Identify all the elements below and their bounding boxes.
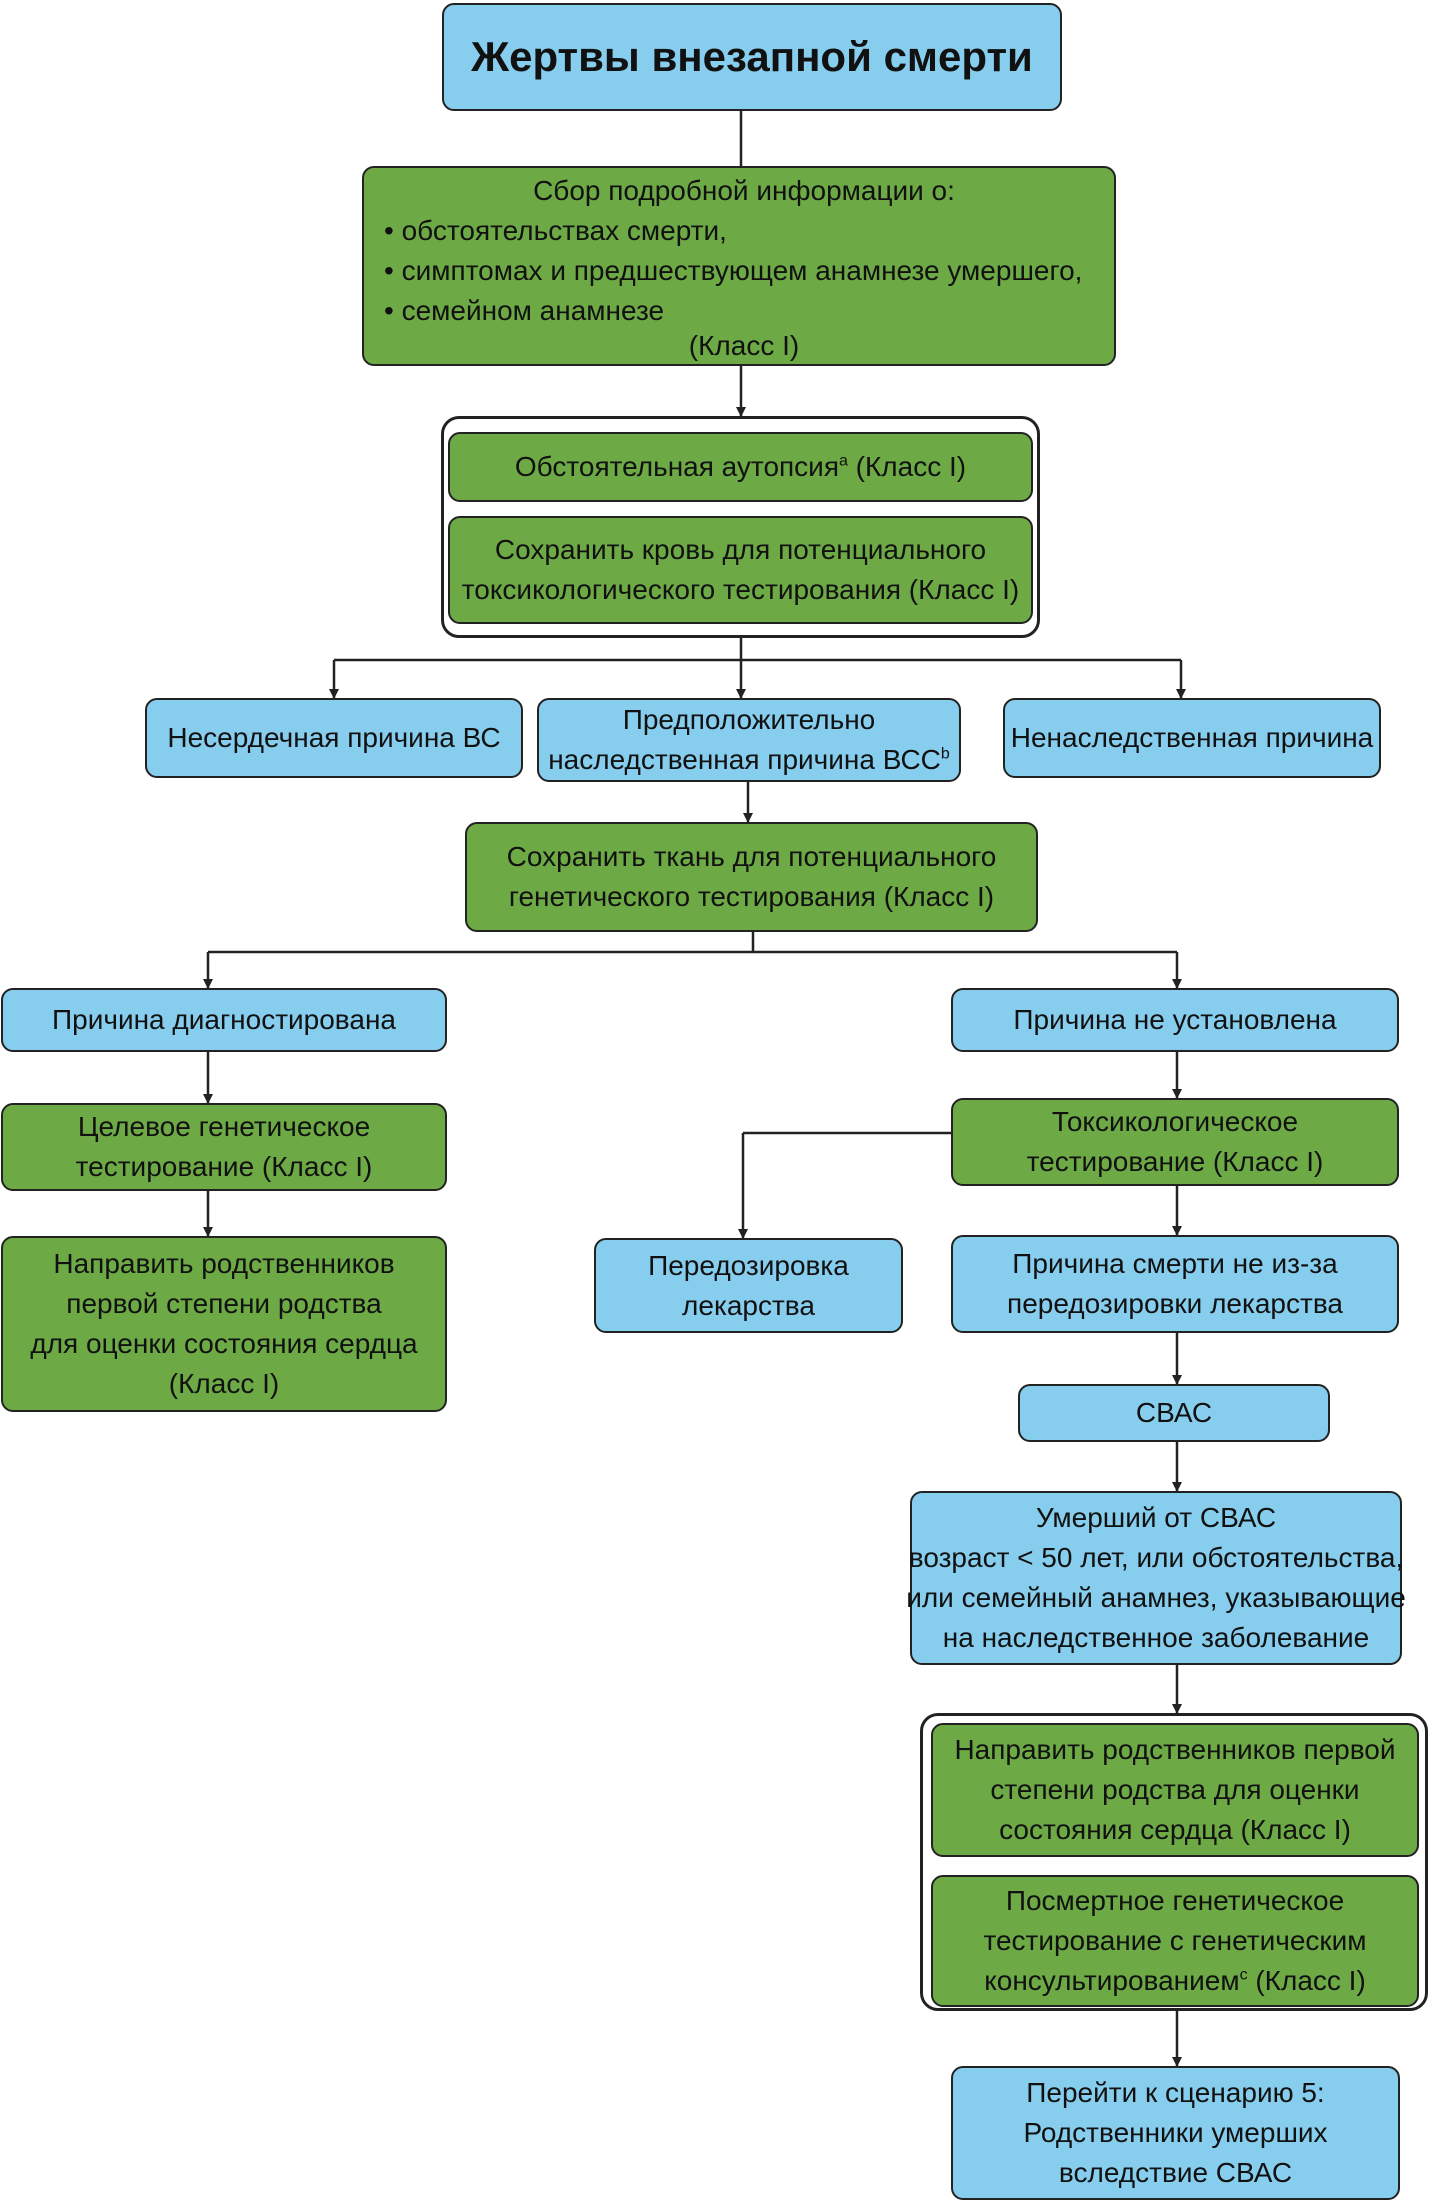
save-tissue-line: Сохранить ткань для потенциального — [506, 841, 997, 872]
autopsy-box: Обстоятельная аутопсияa (Класс I) — [448, 432, 1033, 502]
info-bullet: • семейном анамнезе — [384, 295, 665, 326]
refer-left-line: первой степени родства — [66, 1288, 382, 1319]
presumed-line: Предположительно — [622, 704, 876, 735]
deceased-sads-box: Умерший от СВАС возраст < 50 лет, или об… — [906, 1491, 1406, 1665]
nonhereditary-cause-box: Ненаследственная причина — [1003, 698, 1381, 778]
refer-relatives-right-box: Направить родственников первой степени р… — [931, 1723, 1419, 1857]
refer-right-line: Направить родственников первой — [954, 1734, 1396, 1765]
sads-box: СВАС — [1018, 1384, 1330, 1442]
go-to-scenario-box: Перейти к сценарию 5: Родственники умерш… — [951, 2066, 1400, 2200]
footnote-b: b — [940, 745, 950, 763]
deceased-sads-line: или семейный анамнез, указывающие — [906, 1582, 1406, 1613]
footnote-a: a — [838, 452, 848, 470]
noncardiac-cause-label: Несердечная причина ВС — [167, 722, 501, 753]
toxicology-line: тестирование (Класс I) — [1026, 1146, 1324, 1177]
targeted-genetic-line: тестирование (Класс I) — [75, 1151, 373, 1182]
cause-diagnosed-box: Причина диагностирована — [1, 988, 447, 1052]
drug-overdose-box: Передозировка лекарства — [594, 1238, 903, 1333]
scenario-line: вследствие СВАС — [1058, 2157, 1293, 2188]
noncardiac-cause-box: Несердечная причина ВС — [145, 698, 523, 778]
not-overdose-line: передозировки лекарства — [1007, 1288, 1343, 1319]
info-collection-box: Сбор подробной информации о: • обстоятел… — [362, 166, 1116, 366]
save-blood-box: Сохранить кровь для потенциального токси… — [448, 516, 1033, 624]
title-box: Жертвы внезапной смерти — [442, 3, 1062, 111]
targeted-genetic-testing-box: Целевое генетическое тестирование (Класс… — [1, 1103, 447, 1191]
save-tissue-line: генетического тестирования (Класс I) — [508, 881, 995, 912]
deceased-sads-line: на наследственное заболевание — [942, 1622, 1370, 1653]
refer-right-line: степени родства для оценки — [990, 1774, 1360, 1805]
nonhereditary-label: Ненаследственная причина — [1010, 722, 1374, 753]
toxicology-line: Токсикологическое — [1051, 1106, 1299, 1137]
not-overdose-line: Причина смерти не из-за — [1012, 1248, 1338, 1279]
refer-relatives-left-box: Направить родственников первой степени р… — [1, 1236, 447, 1412]
cause-not-established-label: Причина не установлена — [1013, 1004, 1337, 1035]
deceased-sads-line: Умерший от СВАС — [1035, 1502, 1277, 1533]
deceased-sads-line: возраст < 50 лет, или обстоятельства, — [908, 1542, 1404, 1573]
info-bullet: • симптомах и предшествующем анамнезе ум… — [384, 255, 1083, 286]
presumed-line: наследственная причина ВССb — [548, 744, 950, 775]
page-title: Жертвы внезапной смерти — [471, 33, 1033, 80]
toxicology-testing-box: Токсикологическое тестирование (Класс I) — [951, 1098, 1399, 1186]
refer-left-line: для оценки состояния сердца — [30, 1328, 418, 1359]
targeted-genetic-line: Целевое генетическое — [77, 1111, 371, 1142]
refer-left-line: Направить родственников — [53, 1248, 395, 1279]
refer-left-line: (Класс I) — [168, 1368, 280, 1399]
overdose-line: лекарства — [682, 1289, 815, 1321]
overdose-line: Передозировка — [648, 1249, 849, 1281]
info-heading: Сбор подробной информации о: — [533, 175, 955, 206]
refer-right-line: состояния сердца (Класс I) — [999, 1814, 1351, 1845]
presumed-hereditary-box: Предположительно наследственная причина … — [537, 698, 961, 782]
not-overdose-box: Причина смерти не из-за передозировки ле… — [951, 1235, 1399, 1333]
scenario-line: Родственники умерших — [1023, 2117, 1328, 2148]
cause-not-established-box: Причина не установлена — [951, 988, 1399, 1052]
postmortem-line: Посмертное генетическое — [1005, 1885, 1345, 1916]
sads-label: СВАС — [1135, 1397, 1213, 1428]
cause-diagnosed-label: Причина диагностирована — [52, 1004, 396, 1035]
postmortem-line: тестирование с генетическим — [983, 1925, 1367, 1956]
scenario-line: Перейти к сценарию 5: — [1026, 2077, 1325, 2108]
save-tissue-box: Сохранить ткань для потенциального генет… — [465, 822, 1038, 932]
postmortem-line: консультированиемc (Класс I) — [984, 1965, 1366, 1996]
info-bullet: • обстоятельствах смерти, — [384, 215, 727, 246]
save-blood-line: Сохранить кровь для потенциального — [494, 534, 987, 565]
info-class: (Класс I) — [688, 330, 800, 361]
postmortem-genetic-testing-box: Посмертное генетическое тестирование с г… — [931, 1875, 1419, 2007]
autopsy-label: Обстоятельная аутопсияa (Класс I) — [514, 451, 967, 482]
footnote-c: c — [1239, 1966, 1248, 1984]
save-blood-line: токсикологического тестирования (Класс I… — [461, 574, 1020, 605]
